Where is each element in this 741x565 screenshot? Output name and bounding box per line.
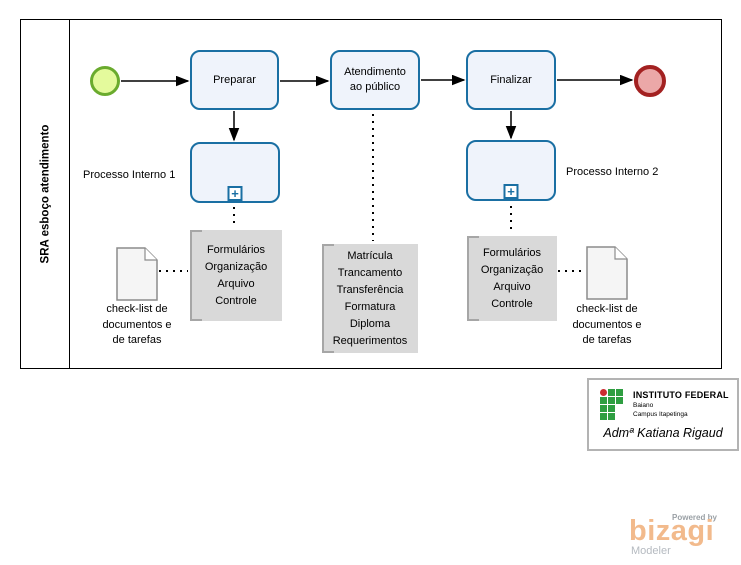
- task-finalizar[interactable]: Finalizar: [466, 50, 556, 110]
- annotation-text: Matrícula Trancamento Transferência Form…: [332, 249, 408, 347]
- institution-line3: Campus Itapetinga: [633, 410, 688, 418]
- task-label: Preparar: [213, 73, 256, 86]
- task-preparar[interactable]: Preparar: [190, 50, 279, 110]
- powered-by-label: Powered by: [672, 513, 717, 522]
- author-signature: Admª Katiana Rigaud: [603, 426, 723, 440]
- subprocess-interno-2[interactable]: +: [466, 140, 556, 201]
- annotation-text: Formulários Organização Arquivo Controle: [204, 243, 268, 307]
- annotation-formularios-left[interactable]: Formulários Organização Arquivo Controle: [190, 230, 282, 321]
- data-object-checklist-left[interactable]: [116, 247, 158, 306]
- annotation-matricula[interactable]: Matrícula Trancamento Transferência Form…: [322, 244, 418, 353]
- annotation-text: Formulários Organização Arquivo Controle: [480, 246, 544, 310]
- pool-sra[interactable]: SRA esboço atendimento: [20, 19, 722, 369]
- bizagi-product-label: Modeler: [631, 545, 671, 557]
- start-event[interactable]: [90, 66, 120, 96]
- subprocess-plus-icon[interactable]: +: [503, 184, 519, 199]
- pool-label-band[interactable]: SRA esboço atendimento: [21, 20, 70, 368]
- end-event[interactable]: [634, 65, 666, 97]
- institution-line2: Baiano: [633, 401, 654, 409]
- subprocess-plus-icon[interactable]: +: [227, 186, 243, 201]
- task-label: Finalizar: [490, 73, 532, 86]
- instituto-federal-icon: [600, 389, 623, 420]
- document-icon: [586, 246, 628, 300]
- subprocess-2-label: Processo Interno 2: [566, 166, 659, 178]
- subprocess-interno-1[interactable]: +: [190, 142, 280, 203]
- institution-name: INSTITUTO FEDERAL: [633, 390, 729, 400]
- data-object-checklist-right[interactable]: [586, 246, 628, 305]
- data-object-label: check-list de documentos e de tarefas: [102, 303, 172, 346]
- document-icon: [116, 247, 158, 301]
- data-object-label: check-list de documentos e de tarefas: [572, 303, 642, 346]
- task-label: Atendimento ao público: [344, 66, 406, 93]
- bizagi-logo: bizagi: [629, 515, 715, 547]
- subprocess-1-label: Processo Interno 1: [83, 169, 176, 181]
- annotation-formularios-right[interactable]: Formulários Organização Arquivo Controle: [467, 236, 557, 321]
- institution-logo-card: INSTITUTO FEDERAL Baiano Campus Itapetin…: [587, 378, 739, 451]
- pool-title: SRA esboço atendimento: [39, 124, 51, 264]
- task-atendimento-ao-publico[interactable]: Atendimento ao público: [330, 50, 420, 110]
